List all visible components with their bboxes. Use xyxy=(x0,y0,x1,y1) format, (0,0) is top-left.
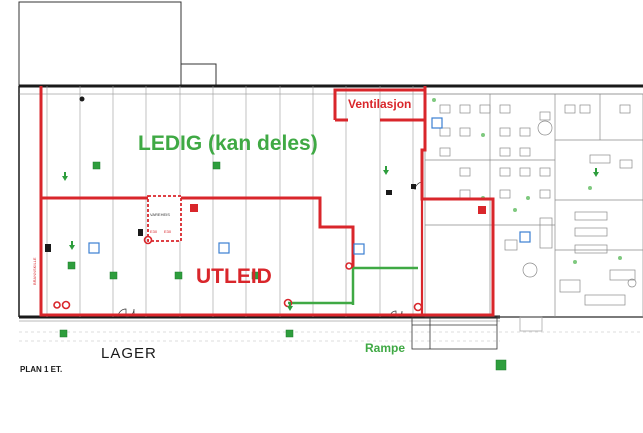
ventilation-box xyxy=(333,88,427,122)
warehouse-label: LAGER xyxy=(101,345,157,362)
green-square-icon xyxy=(67,261,76,270)
ramp-structure xyxy=(411,316,543,350)
door-tag-2: E30 xyxy=(164,229,172,234)
red-square-icon xyxy=(190,204,198,212)
green-down-arrow-icon xyxy=(383,166,389,175)
green-down-arrow-icon xyxy=(62,172,68,181)
ventilation-label: Ventilasjon xyxy=(348,97,411,111)
red-square-icon xyxy=(478,206,486,214)
green-square-icon xyxy=(251,271,260,280)
building-walls xyxy=(18,84,643,322)
annex-outline xyxy=(18,1,217,87)
green-square-icon xyxy=(109,271,118,280)
black-markers xyxy=(45,96,416,252)
side-annotation: BRANNSKILLE xyxy=(32,257,37,285)
green-down-arrow-icon xyxy=(287,302,293,311)
office-area xyxy=(424,93,643,318)
green-square-icon xyxy=(285,329,294,338)
dashed-lines xyxy=(19,331,643,342)
ramp-label: Rampe xyxy=(365,341,405,355)
rented-area-outline xyxy=(39,86,495,317)
column-grid xyxy=(46,86,414,317)
blue-square-icon xyxy=(519,231,531,243)
green-square-icon xyxy=(92,161,101,170)
hydrant-markers xyxy=(88,117,531,255)
sprinkler-markers xyxy=(59,161,507,371)
green-square-icon xyxy=(212,161,221,170)
office-markers xyxy=(432,98,622,264)
green-down-arrow-icon xyxy=(593,168,599,177)
green-down-arrow-icon xyxy=(69,241,75,250)
blue-square-icon xyxy=(431,117,443,129)
floor-plan-label: PLAN 1 ET. xyxy=(20,365,62,374)
blue-square-icon xyxy=(353,243,365,255)
elevator-room-label: VAREHEIS xyxy=(150,212,170,217)
fire-extinguisher-markers xyxy=(190,204,486,214)
elevator-room: VAREHEIS E30 E30 xyxy=(147,195,182,242)
green-square-icon xyxy=(59,329,68,338)
door-tag-1: E30 xyxy=(150,229,158,234)
green-square-icon xyxy=(495,359,507,371)
blue-square-icon xyxy=(218,242,230,254)
green-partitions xyxy=(288,266,418,305)
blue-square-icon xyxy=(88,242,100,254)
green-square-icon xyxy=(174,271,183,280)
vacant-area-label: LEDIG (kan deles) xyxy=(138,132,318,155)
rented-area-label: UTLEID xyxy=(196,265,272,288)
